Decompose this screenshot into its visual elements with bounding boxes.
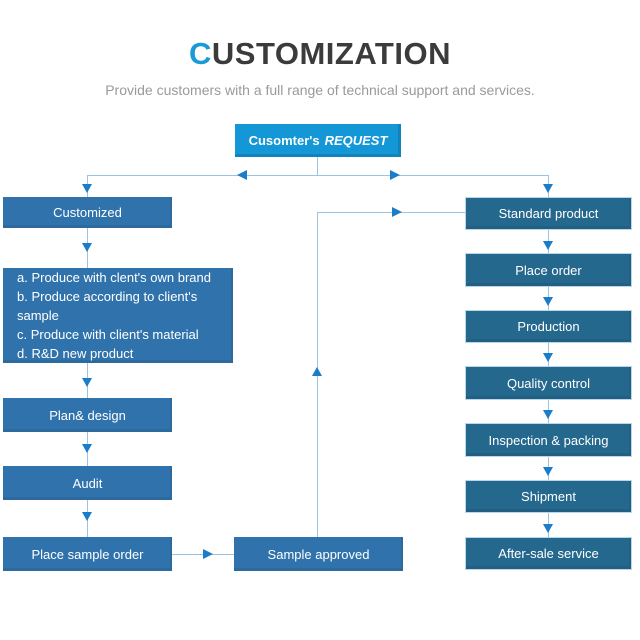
title-rest: USTOMIZATION bbox=[211, 36, 451, 71]
node-place-order: Place order bbox=[465, 253, 632, 287]
page-subtitle: Provide customers with a full range of t… bbox=[105, 82, 535, 98]
arrow-left-icon bbox=[237, 170, 247, 180]
arrow-right-icon bbox=[203, 549, 213, 559]
node-sample-approved: Sample approved bbox=[234, 537, 403, 571]
arrow-right-icon bbox=[392, 207, 402, 217]
arrow-up-icon bbox=[312, 367, 322, 376]
request-label: Cusomter's bbox=[248, 133, 320, 148]
arrow-down-icon bbox=[543, 353, 553, 362]
node-customized: Customized bbox=[3, 197, 172, 228]
title-accent-letter: C bbox=[189, 36, 212, 71]
option-item: d. R&D new product bbox=[17, 346, 134, 361]
arrow-down-icon bbox=[82, 184, 92, 193]
arrow-right-icon bbox=[390, 170, 400, 180]
page-title: CUSTOMIZATION bbox=[0, 36, 640, 72]
node-plan-design: Plan& design bbox=[3, 398, 172, 432]
option-item: a. Produce with clent's own brand bbox=[17, 270, 211, 285]
node-customization-options: a. Produce with clent's own brand b. Pro… bbox=[3, 268, 233, 363]
node-standard-product: Standard product bbox=[465, 197, 632, 230]
arrow-down-icon bbox=[543, 241, 553, 250]
connector-top-horizontal bbox=[87, 175, 549, 176]
node-audit: Audit bbox=[3, 466, 172, 500]
node-place-sample-order: Place sample order bbox=[3, 537, 172, 571]
arrow-down-icon bbox=[543, 184, 553, 193]
arrow-down-icon bbox=[82, 512, 92, 521]
node-inspection-packing: Inspection & packing bbox=[465, 423, 632, 457]
node-after-sale-service: After-sale service bbox=[465, 537, 632, 570]
node-shipment: Shipment bbox=[465, 480, 632, 513]
option-item: c. Produce with client's material bbox=[17, 327, 199, 342]
connector-request-stem bbox=[317, 157, 318, 175]
node-customers-request: Cusomter's REQUEST bbox=[235, 124, 401, 157]
node-production: Production bbox=[465, 310, 632, 343]
option-item: b. Produce according to client's sample bbox=[17, 289, 198, 323]
arrow-down-icon bbox=[543, 524, 553, 533]
page-header: CUSTOMIZATION Provide customers with a f… bbox=[0, 36, 640, 98]
arrow-down-icon bbox=[82, 243, 92, 252]
arrow-down-icon bbox=[82, 378, 92, 387]
connector-sample-standard bbox=[317, 212, 465, 213]
arrow-down-icon bbox=[82, 444, 92, 453]
arrow-down-icon bbox=[543, 410, 553, 419]
arrow-down-icon bbox=[543, 467, 553, 476]
arrow-down-icon bbox=[543, 297, 553, 306]
request-label-italic: REQUEST bbox=[324, 133, 388, 148]
node-quality-control: Quality control bbox=[465, 366, 632, 400]
